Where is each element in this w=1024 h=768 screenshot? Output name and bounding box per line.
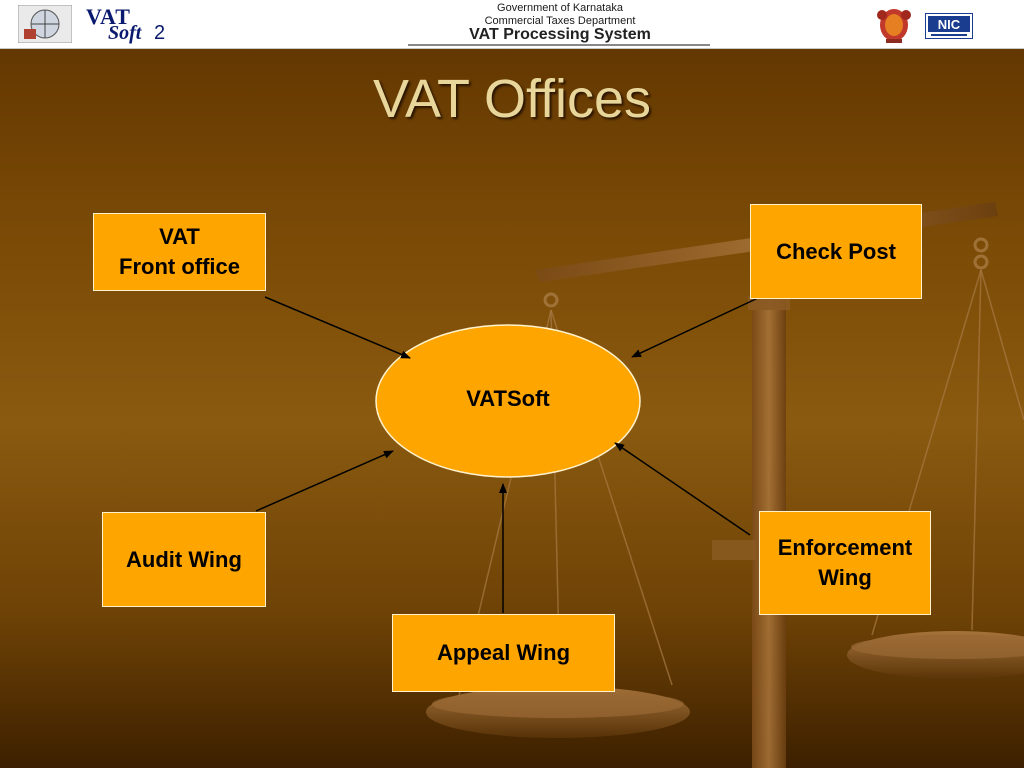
node-enforcement-wing: Enforcement Wing <box>759 511 931 615</box>
node-enforcement-line1: Enforcement <box>777 535 913 560</box>
header-system-name: VAT Processing System <box>469 26 651 43</box>
vatsoft-hub-label: VATSoft <box>466 386 550 411</box>
logo-soft-text: Soft <box>108 22 142 44</box>
node-check-post-label: Check Post <box>776 238 896 264</box>
arrow-audit-wing-to-vatsoft <box>255 450 394 512</box>
nic-logo-text: NIC <box>938 17 961 32</box>
arrow-front-office-to-vatsoft <box>264 296 411 359</box>
state-emblem-icon <box>877 9 911 43</box>
node-front-office-line2: Front office <box>119 254 240 279</box>
arrow-check-post-to-vatsoft <box>631 297 759 358</box>
logo-vat-text: VAT <box>86 4 131 29</box>
vatsoft-hub-ellipse <box>375 324 641 478</box>
node-vat-front-office: VAT Front office <box>93 213 266 291</box>
node-appeal-wing: Appeal Wing <box>392 614 615 692</box>
logo-version-text: 2 <box>154 22 166 44</box>
node-enforcement-line2: Wing <box>818 565 872 590</box>
header-government: Government of Karnataka <box>497 2 623 14</box>
node-check-post: Check Post <box>750 204 922 299</box>
arrow-enforcement-to-vatsoft <box>614 442 751 536</box>
node-audit-wing-label: Audit Wing <box>126 546 242 572</box>
nic-logo-icon: NIC <box>925 13 973 39</box>
header-bar: VAT Soft 2 Government of Karnataka Comme… <box>0 0 1024 49</box>
slide-title: VAT Offices <box>372 69 652 129</box>
node-audit-wing: Audit Wing <box>102 512 266 607</box>
node-front-office-line1: VAT <box>159 224 200 249</box>
node-appeal-wing-label: Appeal Wing <box>436 640 571 665</box>
header-underline <box>408 44 710 46</box>
vatsoft-emblem-icon <box>18 5 72 43</box>
header-department: Commercial Taxes Department <box>484 15 636 27</box>
